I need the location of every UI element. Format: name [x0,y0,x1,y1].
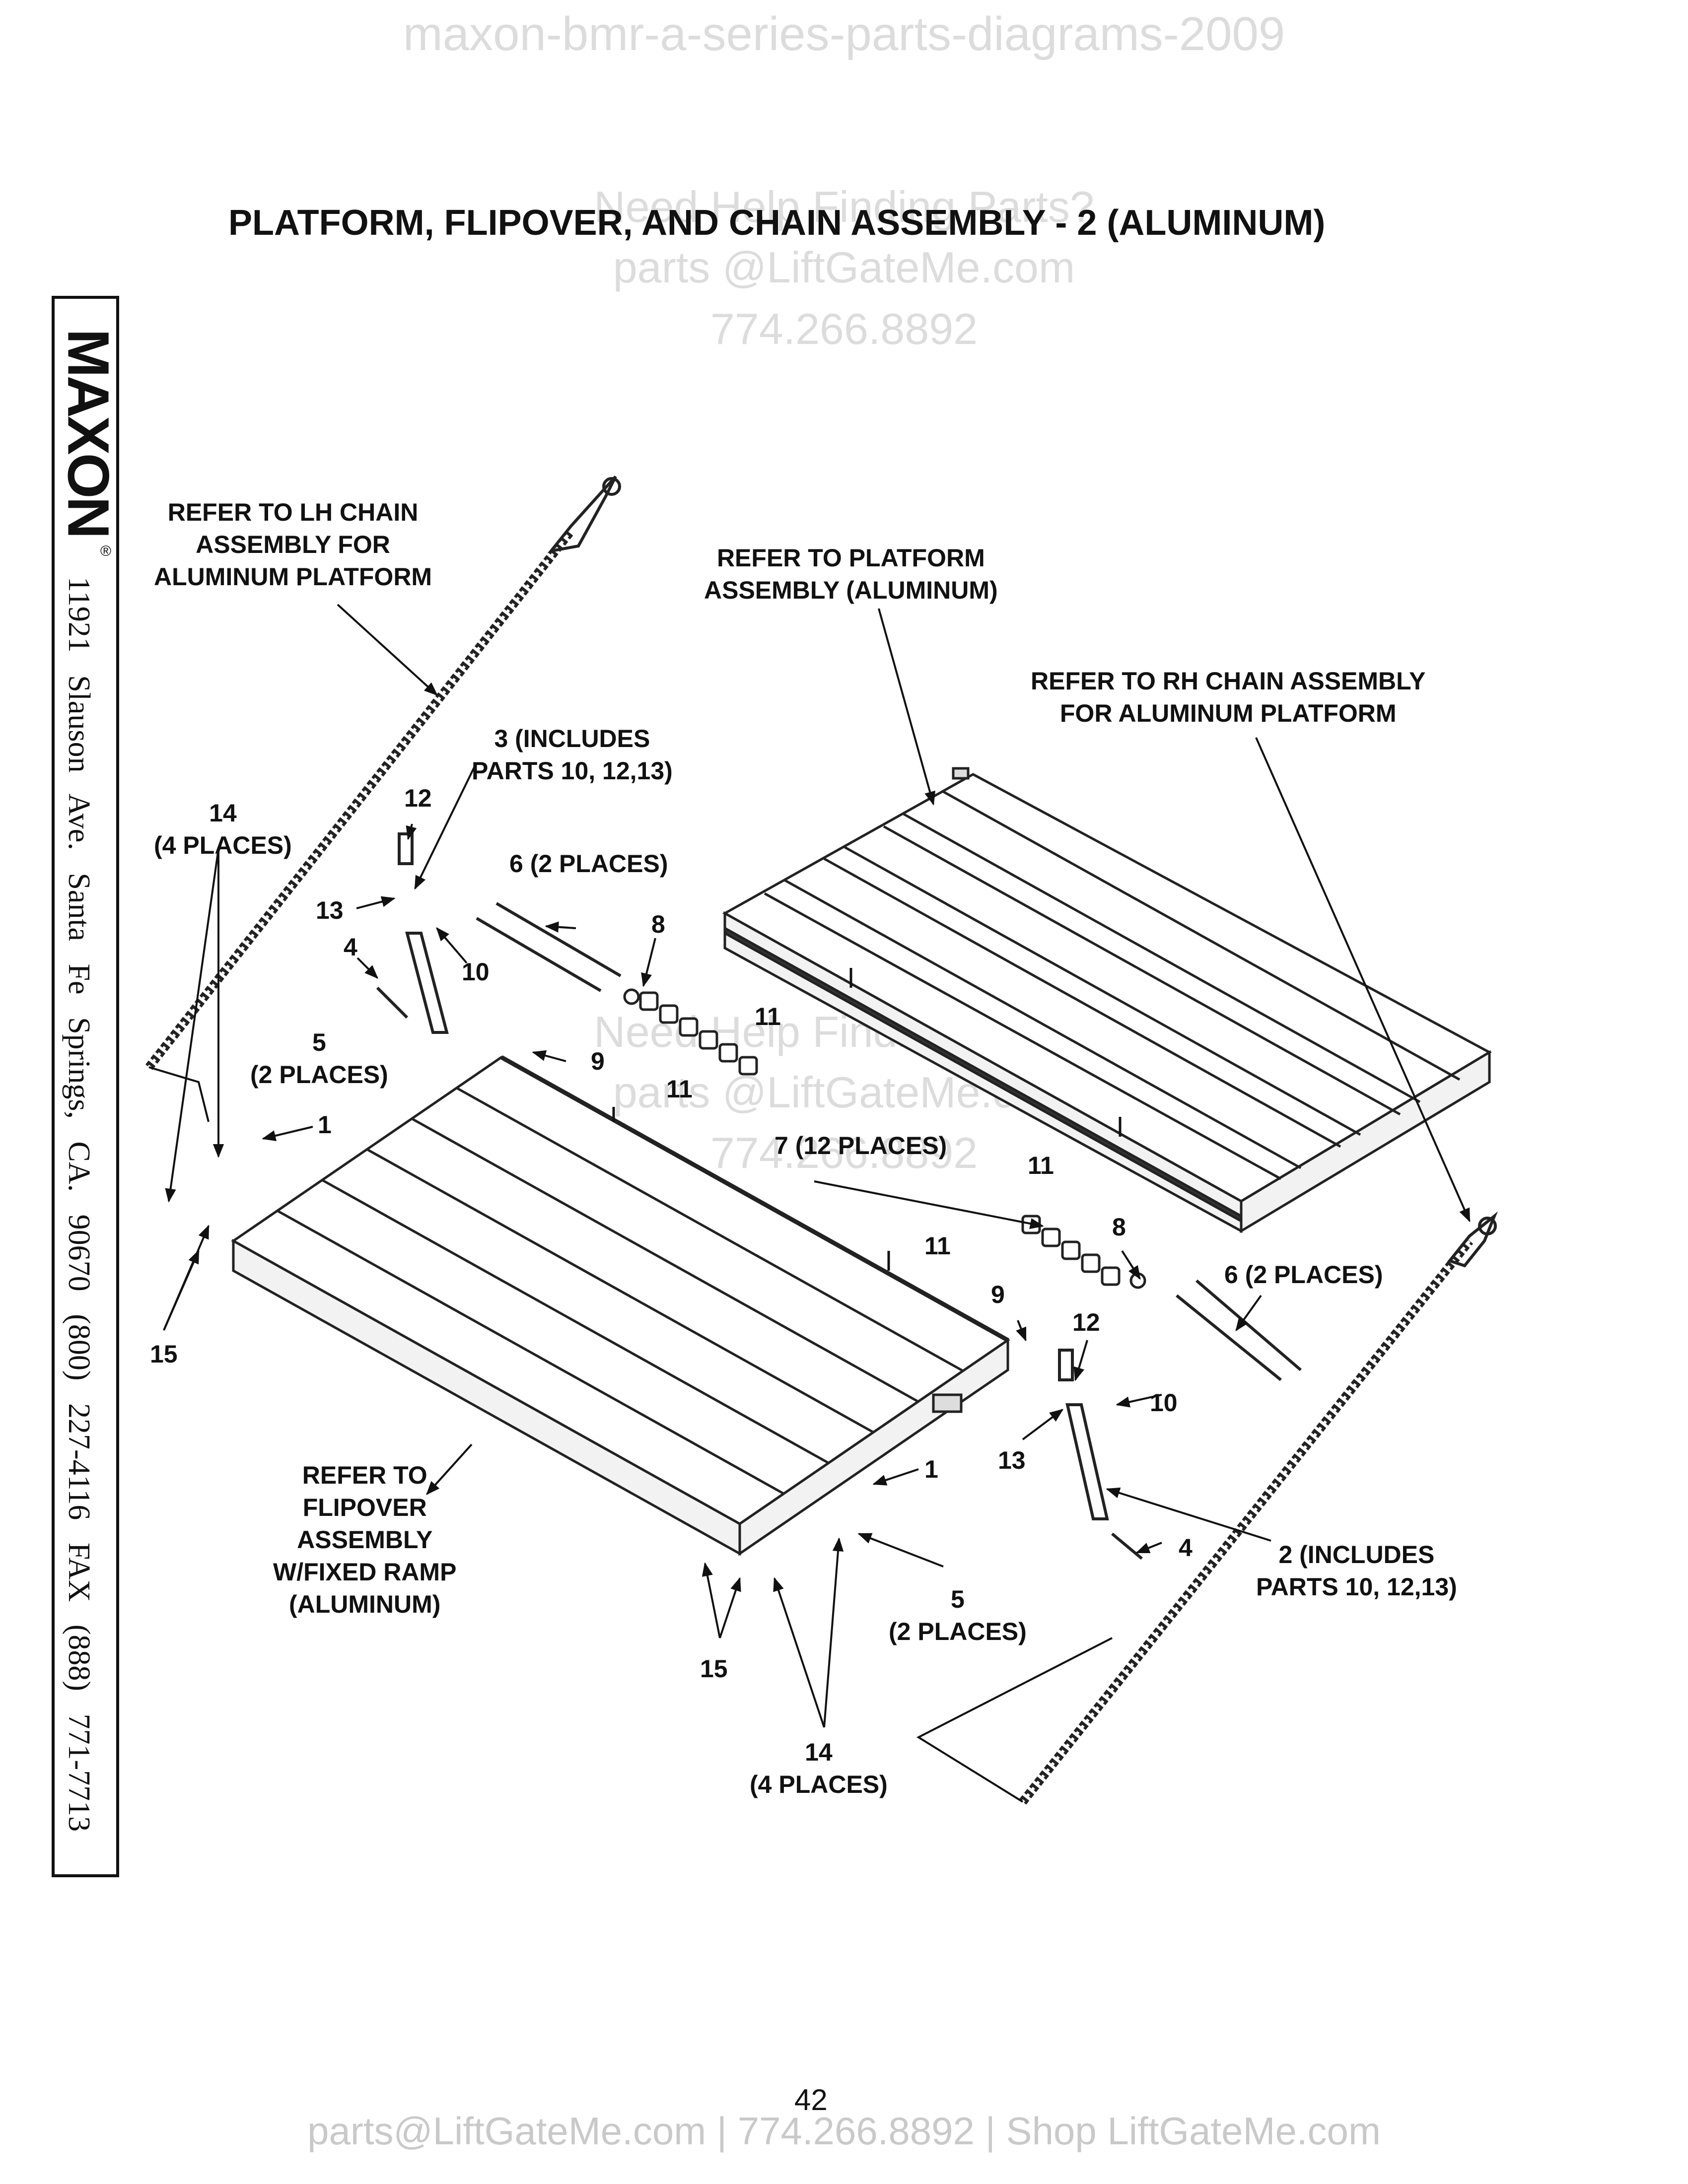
callout-part10-top: 10 [462,958,490,986]
platform-assembly [722,767,1492,1233]
callout-part6-top: 6 (2 PLACES) [509,850,668,878]
callout-part10-bottom: 10 [1150,1389,1178,1417]
flipover-assembly [231,1055,1010,1556]
rh-chain [1019,1211,1498,1805]
page-title: PLATFORM, FLIPOVER, AND CHAIN ASSEMBLY -… [228,203,1326,243]
watermark-phone-mid: 774.266.8892 [710,1128,978,1177]
leader-lines [148,604,1471,1803]
watermark-top: maxon-bmr-a-series-parts-diagrams-2009 [403,7,1285,61]
callout-part4-top: 4 [344,933,357,961]
callout-part11-c: 11 [1028,1152,1054,1179]
callout-part9-bottom: 9 [991,1281,1005,1308]
callout-part12-top: 12 [404,784,432,812]
callout-part8-bottom: 8 [1112,1213,1126,1241]
callout-flipover: REFER TO FLIPOVER ASSEMBLY W/FIXED RAMP … [273,1461,457,1618]
callout-part14-top: 14 (4 PLACES) [154,799,292,859]
callout-part12-bottom: 12 [1072,1308,1100,1336]
watermark-email-top: parts @LiftGateMe.com [613,243,1075,292]
hinge-pins [476,902,1302,1381]
watermark-help-top: Need Help Finding Parts? [594,182,1094,231]
callout-lh-chain: REFER TO LH CHAIN ASSEMBLY FOR ALUMINUM … [154,498,432,591]
callout-part8-top: 8 [651,910,665,938]
callout-part4-bottom: 4 [1179,1534,1193,1562]
links [376,832,1143,1560]
callout-platform: REFER TO PLATFORM ASSEMBLY (ALUMINUM) [704,544,998,604]
callout-part5-top: 5 (2 PLACES) [250,1028,388,1089]
callout-part11-a: 11 [755,1003,781,1030]
callout-part3: 3 (INCLUDES PARTS 10, 12,13) [472,725,673,785]
watermark-phone-top: 774.266.8892 [710,304,978,353]
callout-part6-bottom: 6 (2 PLACES) [1224,1261,1383,1289]
callout-part1-top: 1 [318,1111,332,1139]
callout-part1-bottom: 1 [924,1455,938,1483]
sidebar-box: MAXON ® 11921 Slauson Ave. Santa Fe Spri… [52,296,121,1877]
callout-part9-top: 9 [591,1047,605,1075]
footer-contact: parts@LiftGateMe.com | 774.266.8892 | Sh… [307,2109,1381,2153]
callout-part13-top: 13 [316,896,344,924]
callout-part7: 7 (12 PLACES) [774,1132,947,1160]
callout-part11-d: 11 [924,1232,951,1260]
page-number: 42 [794,2083,828,2116]
callout-part11-b: 11 [666,1075,693,1103]
callout-part13-bottom: 13 [998,1446,1026,1474]
callout-part14-bottom: 14 (4 PLACES) [750,1738,888,1798]
callout-rh-chain: REFER TO RH CHAIN ASSEMBLY FOR ALUMINUM … [1031,667,1426,727]
callout-part2: 2 (INCLUDES PARTS 10, 12,13) [1256,1541,1457,1601]
callout-part5-bottom: 5 (2 PLACES) [889,1585,1027,1645]
part-11-marks [612,968,1122,1271]
callout-part15-bottom: 15 [700,1655,728,1683]
registered-mark: ® [100,543,112,559]
callout-part15-top: 15 [150,1340,178,1368]
